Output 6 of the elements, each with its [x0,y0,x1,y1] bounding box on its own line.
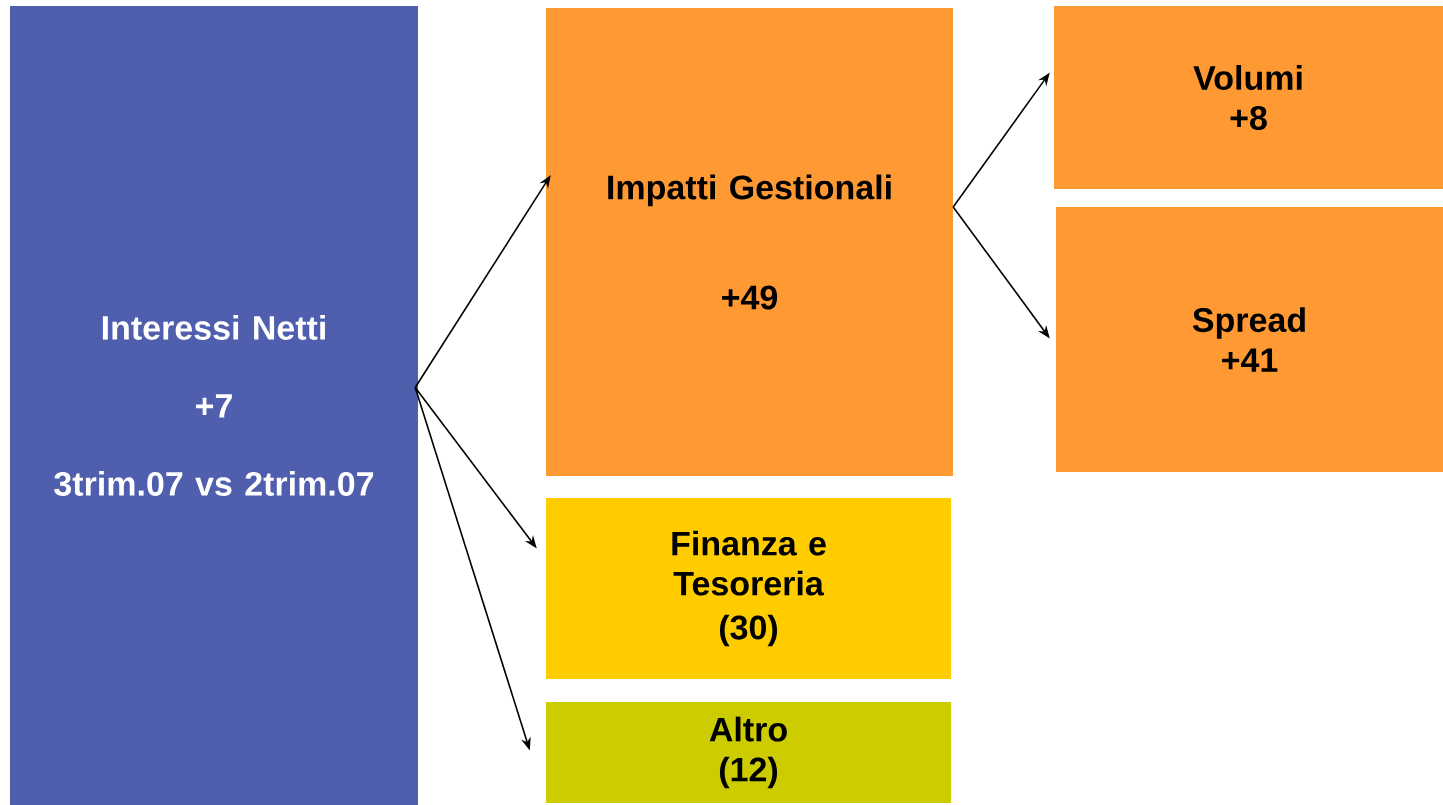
category-box: Finanza e Tesoreria (30) [546,498,951,679]
summary-box: Interessi Netti +7 3trim.07 vs 2trim.07 [10,6,418,805]
category-box: Spread +41 [1056,207,1443,472]
category-box: Impatti Gestionali +49 [546,8,953,476]
category-box: Volumi +8 [1054,6,1443,189]
category-box: Altro (12) [546,702,951,803]
